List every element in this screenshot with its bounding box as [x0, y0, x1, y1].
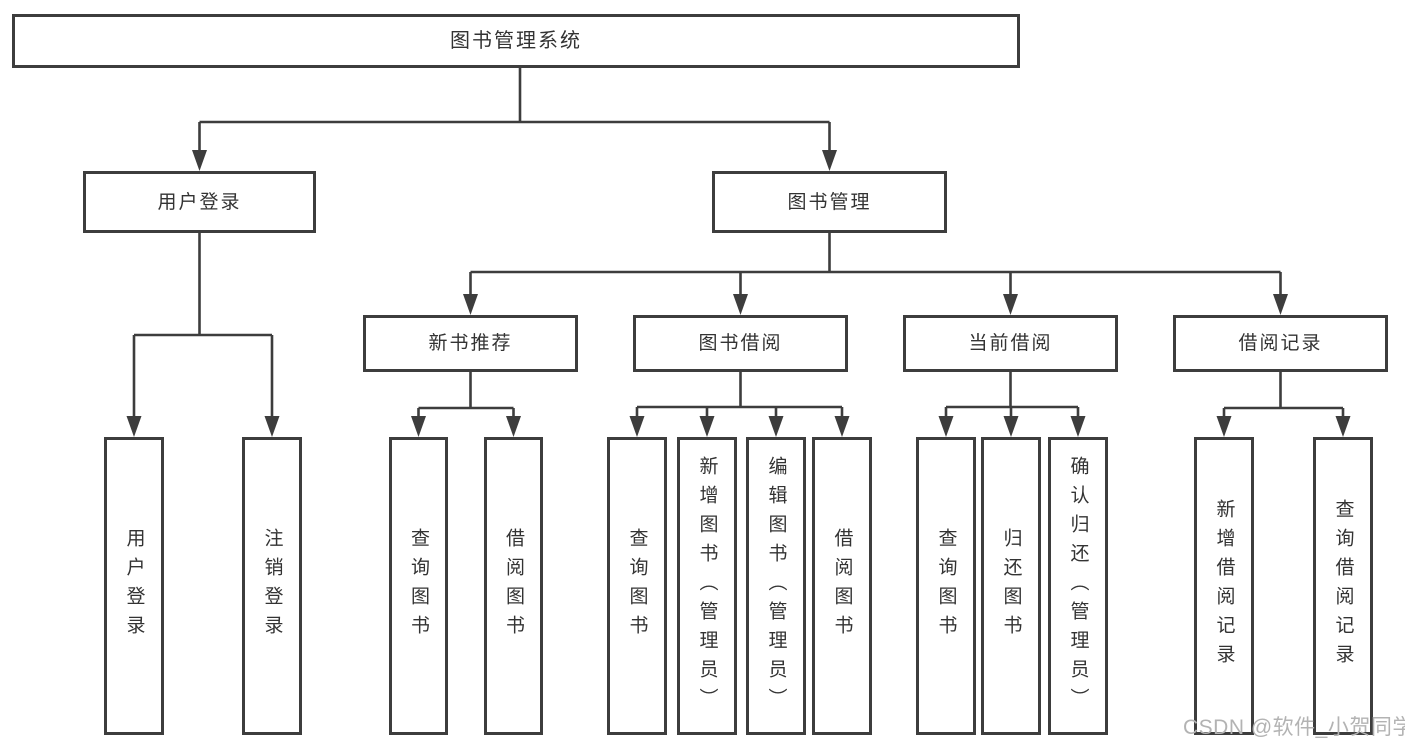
node-label: 归还图书 [1000, 528, 1022, 644]
node-label: 图书借阅 [698, 333, 783, 354]
node-leaf-confirm-return-admin: 确认归还（管理员） [1048, 437, 1108, 735]
node-leaf-borrow-books-2: 借阅图书 [812, 437, 872, 735]
node-leaf-query-books-3: 查询图书 [916, 437, 976, 735]
node-new-book-recommend: 新书推荐 [363, 315, 578, 372]
node-label: 查询借阅记录 [1332, 499, 1354, 673]
node-label: 新书推荐 [428, 333, 513, 354]
node-leaf-return-books: 归还图书 [981, 437, 1041, 735]
node-label: 新增借阅记录 [1213, 499, 1235, 673]
node-leaf-user-login: 用户登录 [104, 437, 164, 735]
node-label: 用户登录 [123, 528, 145, 644]
node-label: 图书管理 [787, 191, 872, 213]
node-leaf-query-borrow-record: 查询借阅记录 [1313, 437, 1373, 735]
node-label: 借阅记录 [1238, 333, 1323, 354]
node-leaf-query-books-2: 查询图书 [607, 437, 667, 735]
node-label: 编辑图书（管理员） [765, 455, 787, 717]
node-label: 确认归还（管理员） [1067, 455, 1089, 717]
node-leaf-logout: 注销登录 [242, 437, 302, 735]
node-leaf-add-books-admin: 新增图书（管理员） [677, 437, 737, 735]
node-leaf-add-borrow-record: 新增借阅记录 [1194, 437, 1254, 735]
node-leaf-edit-books-admin: 编辑图书（管理员） [746, 437, 806, 735]
node-leaf-borrow-books-1: 借阅图书 [484, 437, 543, 735]
node-user-login-group: 用户登录 [83, 171, 316, 233]
node-book-borrowing: 图书借阅 [633, 315, 848, 372]
node-label: 用户登录 [157, 191, 242, 213]
node-label: 查询图书 [408, 528, 429, 644]
csdn-watermark: CSDN @软件_小贺同学 [1183, 716, 1405, 739]
node-label: 注销登录 [261, 528, 283, 644]
node-leaf-query-books-1: 查询图书 [389, 437, 448, 735]
node-label: 查询图书 [626, 528, 648, 644]
node-book-management: 图书管理 [712, 171, 947, 233]
node-label: 查询图书 [935, 528, 957, 644]
node-label: 当前借阅 [968, 333, 1053, 354]
node-current-borrowing: 当前借阅 [903, 315, 1118, 372]
node-label: 新增图书（管理员） [696, 455, 718, 717]
node-library-management-system: 图书管理系统 [12, 14, 1020, 68]
node-label: 图书管理系统 [450, 30, 582, 52]
node-borrow-records: 借阅记录 [1173, 315, 1388, 372]
node-label: 借阅图书 [503, 528, 524, 644]
node-label: 借阅图书 [831, 528, 853, 644]
